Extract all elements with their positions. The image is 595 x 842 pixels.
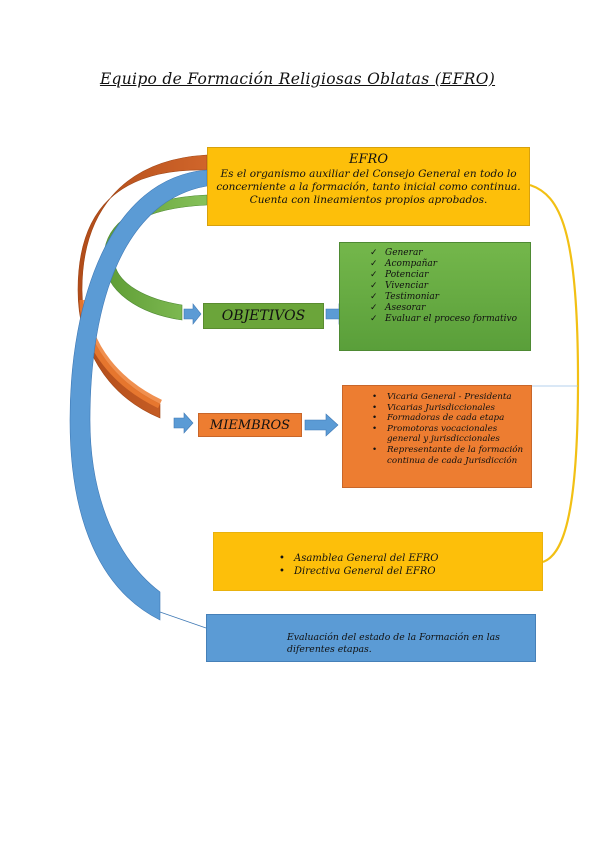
bullet-icon: • — [279, 553, 285, 564]
check-icon: ✓ — [370, 259, 378, 269]
miembro-item: •Promotoras vocacionales general y juris… — [372, 423, 500, 445]
miembro-item: •Vicarias Jurisdiccionales — [372, 402, 495, 413]
bullet-icon: • — [279, 566, 285, 577]
miembro-item: •Representante de la formación continua … — [372, 444, 524, 466]
check-icon: ✓ — [370, 314, 378, 324]
bullet-icon: • — [372, 402, 378, 413]
blue-connector-line — [159, 611, 207, 629]
check-icon: ✓ — [370, 248, 378, 258]
bullet-icon: • — [372, 423, 378, 434]
arrow-miembros-to-list — [304, 413, 339, 437]
evaluacion-text: Evaluación del estado de la Formación en… — [287, 632, 500, 655]
bullet-icon: • — [372, 413, 378, 424]
objetivos-list: ✓Generar ✓Acompañar ✓Potenciar ✓Vivencia… — [339, 242, 531, 351]
check-icon: ✓ — [370, 292, 378, 302]
asamblea-item: •Asamblea General del EFRO — [279, 553, 439, 564]
page-title: Equipo de Formación Religiosas Oblatas (… — [99, 70, 496, 88]
asamblea-box: •Asamblea General del EFRO •Directiva Ge… — [213, 532, 543, 591]
bullet-icon: • — [372, 392, 378, 402]
blue-arc — [69, 169, 208, 621]
asamblea-item: •Directiva General del EFRO — [279, 566, 436, 577]
objetivo-item: ✓Testimoniar — [370, 292, 440, 302]
check-icon: ✓ — [370, 281, 378, 291]
objetivo-item: ✓Potenciar — [370, 270, 429, 280]
evaluacion-box: Evaluación del estado de la Formación en… — [206, 614, 536, 662]
orange-arc — [77, 154, 208, 419]
miembros-label: MIEMBROS — [198, 413, 302, 437]
objetivo-item: ✓Vivenciar — [370, 281, 429, 291]
efro-line: concerniente a la formación, tanto inici… — [216, 181, 521, 193]
efro-heading: EFRO — [349, 152, 388, 167]
yellow-arc — [529, 183, 580, 564]
bullet-icon: • — [372, 444, 378, 455]
efro-definition-box: EFRO Es el organismo auxiliar del Consej… — [207, 147, 530, 226]
arrow-to-miembros — [173, 412, 194, 434]
miembro-item: •Vicaria General - Presidenta — [372, 392, 512, 402]
miembro-item: •Formadoras de cada etapa — [372, 413, 505, 424]
miembros-list: •Vicaria General - Presidenta •Vicarias … — [342, 385, 532, 488]
objetivo-item: ✓Asesorar — [370, 303, 426, 313]
efro-line: Es el organismo auxiliar del Consejo Gen… — [220, 168, 517, 180]
objetivo-item: ✓Evaluar el proceso formativo — [370, 314, 517, 324]
objetivo-item: ✓Acompañar — [370, 259, 438, 269]
efro-line: Cuenta con lineamientos propios aprobado… — [249, 194, 488, 206]
check-icon: ✓ — [370, 270, 378, 280]
objetivo-item: ✓Generar — [370, 248, 423, 258]
arrow-to-objetivos — [183, 303, 202, 325]
check-icon: ✓ — [370, 303, 378, 313]
objetivos-label: OBJETIVOS — [203, 303, 324, 329]
